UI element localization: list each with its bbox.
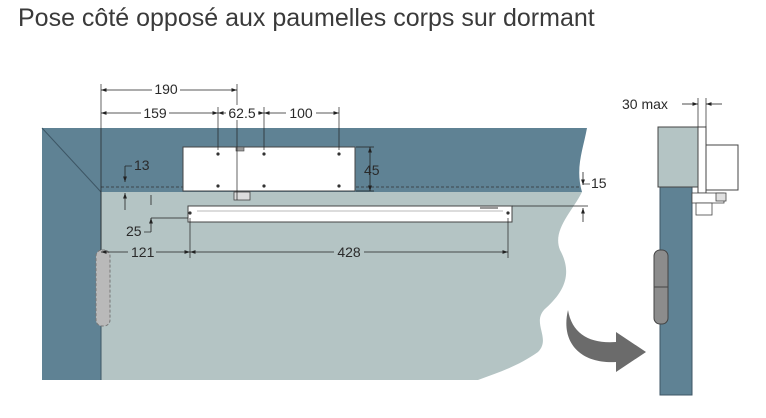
door-leaf (101, 192, 582, 380)
dimension-100: 100 (289, 105, 313, 121)
curved-arrow-icon (566, 310, 646, 372)
door-frame (42, 128, 587, 380)
dimension-62-5: 62.5 (228, 105, 255, 121)
closer-body (182, 146, 356, 192)
dimension-25: 25 (126, 223, 142, 239)
frame-miter-line (41, 127, 102, 193)
dimension-121: 121 (131, 244, 155, 260)
dimension-45: 45 (364, 162, 380, 178)
page-title: Pose côté opposé aux paumelles corps sur… (18, 4, 595, 32)
dimension-159: 159 (143, 105, 167, 121)
dimension-30-max: 30 max (622, 96, 668, 112)
side-closer-body (657, 126, 699, 188)
dimension-13: 13 (134, 157, 150, 173)
hinge-icon (95, 249, 111, 327)
slide-rail (187, 205, 513, 223)
arm-pivot (233, 191, 251, 201)
dimension-428: 428 (337, 244, 361, 260)
dimension-15: 15 (591, 175, 607, 191)
dimension-190: 190 (154, 81, 178, 97)
